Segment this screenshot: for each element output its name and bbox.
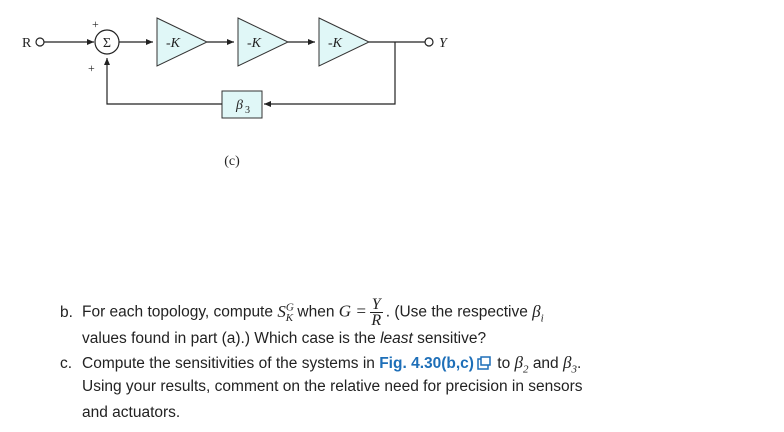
summer-sign-bottom: + (88, 61, 95, 75)
feedback-wire-left (104, 58, 222, 105)
question-c-label: c. (60, 355, 73, 372)
figure-link[interactable]: Fig. 4.30(b,c) (379, 355, 474, 372)
feedback-block-sub: 3 (245, 105, 250, 116)
gain-block-1 (156, 17, 209, 67)
feedback-wire-right (264, 42, 396, 107)
beta-3-symbol: β3 (563, 353, 577, 376)
question-b-text-2: when (297, 303, 335, 321)
sensitivity-symbol: SGK (277, 301, 294, 325)
gain-label-3: -K (328, 36, 343, 51)
input-terminal (35, 37, 45, 47)
external-link-icon[interactable] (477, 356, 491, 370)
beta-i-symbol: βi (532, 301, 544, 325)
feedback-block-beta: β (235, 98, 243, 113)
summer-symbol: Σ (103, 36, 111, 51)
output-label: Y (439, 36, 449, 51)
gain-label-1: -K (166, 36, 181, 51)
gain-block-3 (318, 17, 371, 67)
question-c-end: . (576, 355, 582, 372)
gain-block-2 (237, 17, 290, 67)
question-b-emphasis: least (380, 330, 413, 347)
feedback-block (221, 90, 263, 119)
output-terminal (424, 37, 434, 47)
gain-label-2: -K (247, 36, 262, 51)
beta-2-symbol: β2 (514, 353, 529, 376)
question-c-line-1: c. Compute the sensitivities of the syste… (60, 350, 581, 382)
question-b-text-1: For each topology, compute (82, 303, 273, 321)
diagram-caption: (c) (224, 154, 240, 169)
question-c-line-2: Using your results, comment on the relat… (82, 378, 583, 395)
input-label: R (22, 36, 32, 51)
summer-sign-top: + (92, 17, 99, 31)
question-b-line2-before: values found in part (a).) Which case is… (82, 330, 376, 347)
question-c-and: and (532, 355, 559, 372)
block-diagram: R Σ + + -K -K -K Y β 3 (c) (22, 17, 449, 169)
question-b-line-1: b. For each topology, compute SGK when G … (60, 294, 544, 331)
fraction-denominator: R (371, 312, 382, 330)
question-c-text-1: Compute the sensitivities of the systems… (82, 355, 375, 372)
fraction-numerator: Y (369, 296, 383, 314)
question-b-line2-after: sensitive? (417, 330, 487, 347)
question-c-text-2: to (497, 355, 511, 372)
question-b-label: b. (60, 303, 73, 321)
question-b-line-2: values found in part (a).) Which case is… (82, 326, 486, 352)
question-c-line-3: and actuators. (82, 404, 181, 421)
question-b-text-3: . (Use the respective (385, 303, 528, 321)
g-expression: G = (338, 301, 367, 321)
